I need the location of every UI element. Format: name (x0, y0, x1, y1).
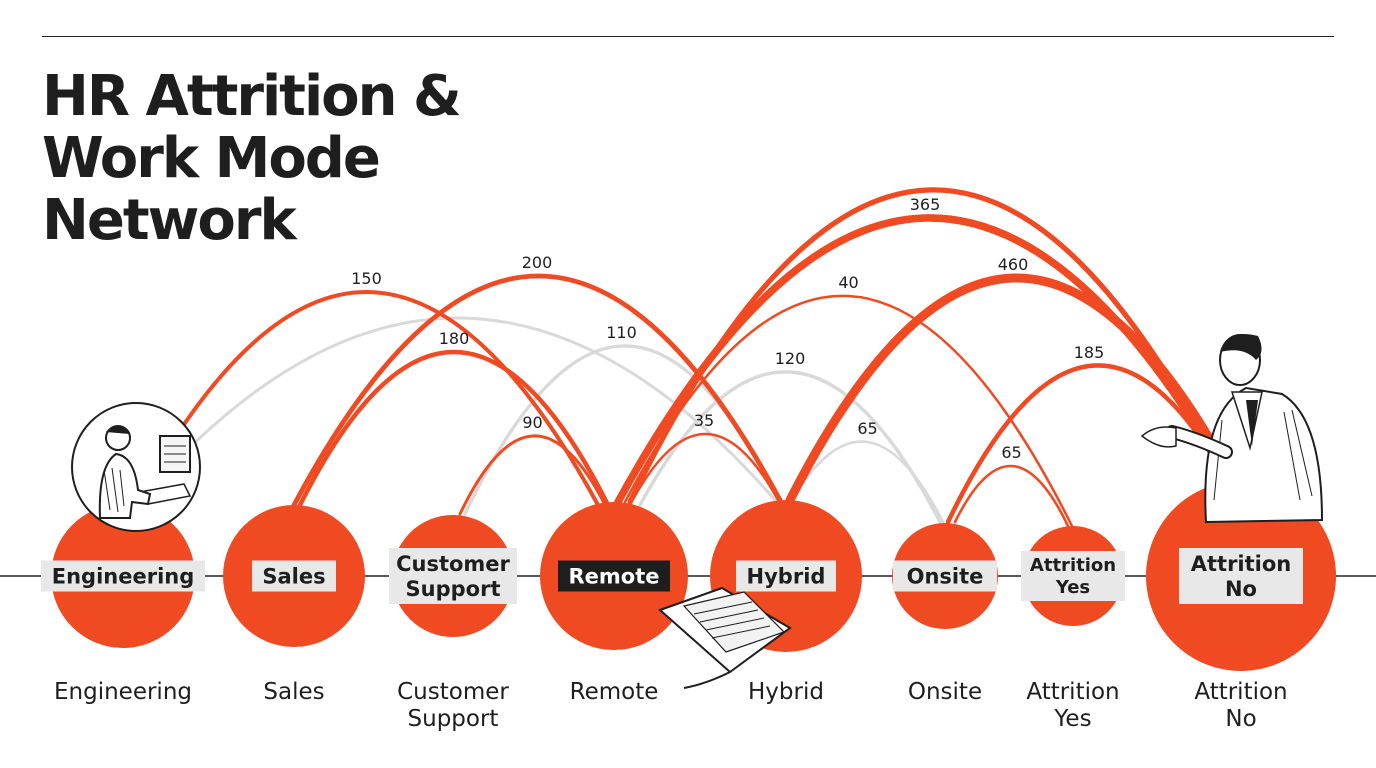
node-label-box-engineering (41, 560, 205, 592)
node-inner-label-hybrid: Hybrid (747, 565, 826, 589)
node-caption-remote: Remote (570, 679, 659, 705)
node-caption-onsite: Onsite (908, 679, 982, 705)
node-inner-label-attrition-no: No (1225, 577, 1257, 601)
edge-label-remote-hybrid: 35 (694, 411, 714, 430)
node-inner-label-attrition-yes: Attrition (1030, 555, 1116, 576)
edge-onsite-attrition-no (945, 363, 1233, 525)
node-label-box-customer-support (389, 548, 517, 604)
top-rule (42, 36, 1334, 37)
node-caption-attrition-no: Attrition (1194, 679, 1287, 705)
edge-label-onsite-attrition-no: 185 (1074, 343, 1105, 362)
edge-label-engineering-remote: 150 (351, 269, 382, 288)
node-label-box-sales (252, 560, 336, 592)
edge-label-sales-hybrid: 200 (522, 253, 553, 272)
page-title: HR Attrition & Work Mode Network (42, 64, 462, 253)
node-inner-label-onsite: Onsite (907, 565, 984, 589)
node-label-box-remote (558, 560, 670, 592)
edge-label-customer-support-remote: 90 (522, 413, 542, 432)
businessman-gesturing-icon (1140, 334, 1324, 524)
node-caption-customer-support: Support (408, 706, 499, 732)
edge-sales-remote (297, 349, 611, 508)
node-caption-hybrid: Hybrid (748, 679, 824, 705)
node-caption-attrition-yes: Yes (1053, 706, 1091, 732)
edge-remote-attrition-yes (623, 294, 1074, 528)
edge-remote-attrition-no-echo (627, 187, 1229, 505)
node-inner-label-customer-support: Support (406, 577, 501, 601)
node-onsite[interactable]: Onsite (892, 523, 998, 629)
node-caption-engineering: Engineering (54, 679, 192, 705)
node-caption-sales: Sales (263, 679, 324, 705)
node-label-box-hybrid (736, 560, 836, 592)
edge-hybrid-onsite (790, 440, 945, 524)
edge-label-remote-attrition-yes: 40 (838, 273, 858, 292)
node-inner-label-remote: Remote (568, 565, 659, 589)
node-caption-customer-support: Customer (397, 679, 509, 705)
edge-label-hybrid-attrition-no: 460 (998, 255, 1029, 274)
node-sales[interactable]: Sales (223, 505, 365, 647)
node-inner-label-attrition-yes: Yes (1055, 577, 1090, 598)
title-line-1: HR Attrition & (42, 64, 462, 129)
edges-layer: 110 120 65 150 200 180 90 35 365 40 460 65 185 (133, 187, 1241, 528)
edge-sales-hybrid (291, 273, 783, 508)
edge-engineering-remote (133, 290, 600, 507)
node-label-box-onsite (893, 560, 997, 592)
edge-hybrid-attrition-no (785, 273, 1241, 505)
edge-onsite-attrition-yes (953, 464, 1070, 528)
edge-remote-hybrid (628, 432, 780, 507)
node-label-box-attrition-yes (1021, 551, 1125, 601)
edge-customer-support-remote (458, 434, 607, 516)
edge-label-sales-remote: 180 (439, 329, 470, 348)
node-caption-attrition-yes: Attrition (1026, 679, 1119, 705)
nodes-layer: EngineeringEngineeringSalesSalesCustomer… (41, 481, 1336, 732)
edge-engineering-hybrid (138, 316, 777, 502)
node-inner-label-sales: Sales (262, 565, 325, 589)
edge-label-remote-attrition-no: 365 (910, 195, 941, 214)
edge-label-onsite-attrition-yes: 65 (1001, 443, 1021, 462)
edge-label-remote-onsite: 120 (775, 349, 806, 368)
node-caption-attrition-no: No (1225, 706, 1256, 732)
title-line-2: Work Mode (42, 126, 381, 191)
title-line-3: Network (42, 188, 297, 253)
edge-label-hybrid-onsite: 65 (857, 419, 877, 438)
node-engineering[interactable]: Engineering (41, 504, 205, 648)
node-label-box-attrition-no (1179, 548, 1303, 604)
node-remote[interactable]: Remote (540, 502, 688, 650)
node-inner-label-engineering: Engineering (52, 565, 195, 589)
edge-label-customer-support-hybrid: 110 (606, 323, 637, 342)
programmer-at-computer-icon (71, 402, 201, 532)
node-inner-label-attrition-no: Attrition (1191, 552, 1292, 576)
open-newspaper-icon (658, 586, 792, 689)
node-inner-label-customer-support: Customer (396, 552, 510, 576)
